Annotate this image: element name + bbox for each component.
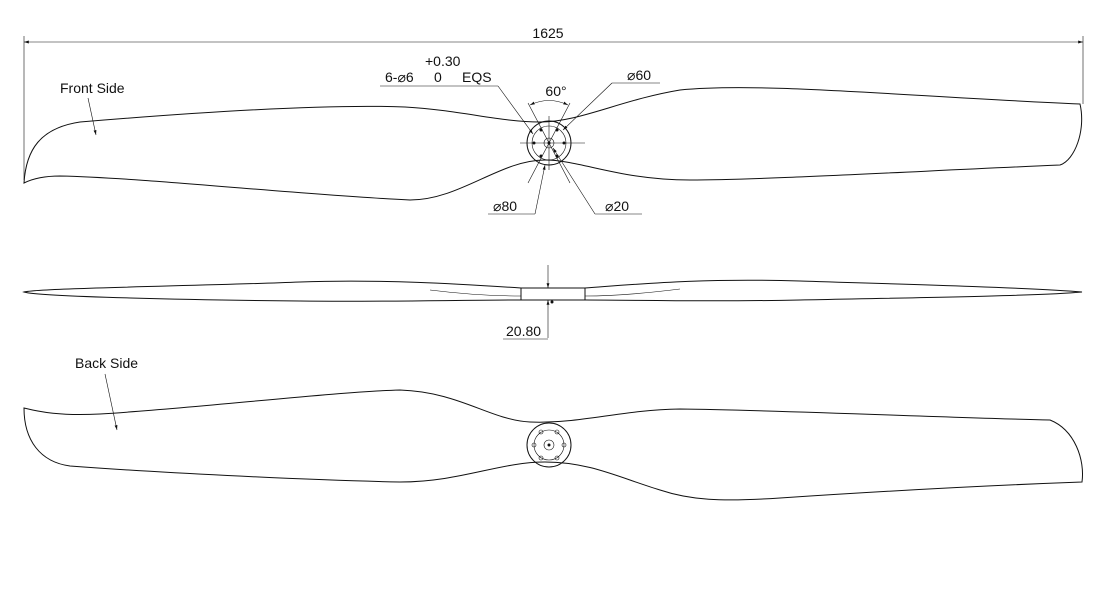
eqs-label: EQS [462, 69, 492, 85]
tolerance-upper: +0.30 [425, 53, 461, 69]
front-side-label: Front Side [60, 80, 125, 96]
side-view: 20.80 [22, 265, 1083, 340]
angle-label: 60° [545, 83, 566, 99]
center-hole-label: ⌀20 [605, 198, 629, 214]
tolerance-lower: 0 [434, 69, 442, 85]
hub-thickness-label: 20.80 [506, 323, 541, 339]
bolt-circle-label: ⌀60 [627, 67, 651, 83]
hub-diameter-label: ⌀80 [493, 198, 517, 214]
back-view: Back Side [23, 355, 1084, 501]
overall-length-dimension: 1625 [23, 25, 1084, 180]
overall-length-value: 1625 [532, 25, 563, 41]
hole-count-label: 6-⌀6 [385, 69, 414, 85]
front-view: 60° 6-⌀6 +0.30 0 EQS ⌀60 ⌀80 ⌀20 Front S… [23, 53, 1083, 215]
back-side-label: Back Side [75, 355, 138, 371]
